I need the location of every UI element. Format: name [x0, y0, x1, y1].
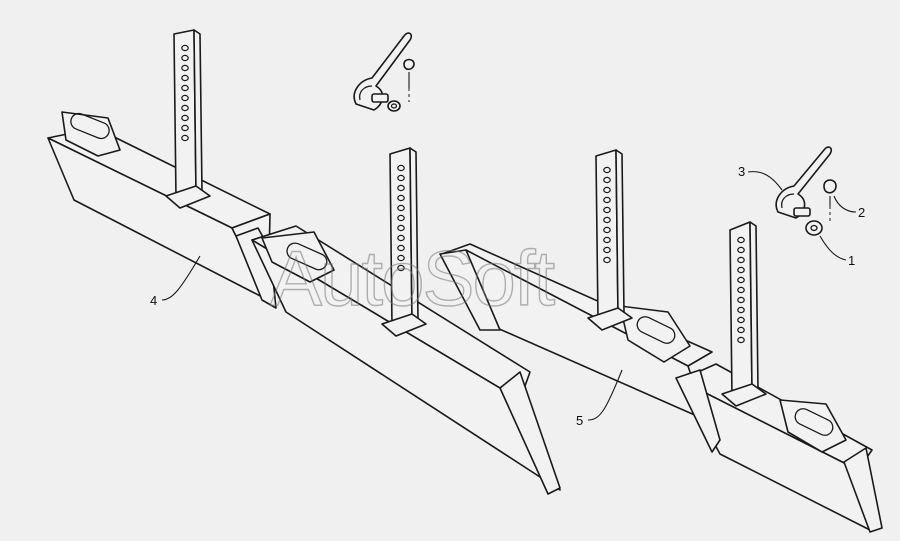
top-pin-hardware — [353, 32, 415, 112]
part-3-lynch-pin — [775, 146, 833, 219]
callout-2-label: 2 — [858, 205, 865, 220]
callout-4-label: 4 — [150, 293, 157, 308]
right-rake-bar — [675, 221, 883, 533]
callout-3-label: 3 — [738, 164, 745, 179]
callout-5-label: 5 — [576, 413, 583, 428]
center-left-tine — [381, 147, 427, 337]
center-right-tine-holes — [603, 166, 611, 264]
left-center-rake-bar — [251, 147, 561, 495]
callout-2: 2 — [833, 195, 865, 220]
right-center-rake-bar — [439, 149, 713, 421]
center-right-tine — [587, 149, 633, 331]
center-left-slot-plate — [261, 231, 335, 283]
left-tine — [165, 29, 211, 209]
left-tine-holes — [181, 44, 189, 142]
left-bar-slot-plate — [61, 111, 121, 157]
callout-1: 1 — [819, 235, 855, 268]
right-bar-slot-plate — [779, 399, 847, 453]
right-pin-hardware — [775, 146, 837, 236]
right-tine — [721, 221, 767, 407]
callout-5: 5 — [576, 369, 623, 428]
callout-1-label: 1 — [848, 253, 855, 268]
part-2-ring-clip — [823, 179, 837, 222]
left-rake-bar — [47, 29, 277, 309]
center-left-tine-holes — [397, 164, 405, 272]
part-1-washer — [805, 220, 823, 236]
center-right-slot-plate — [619, 305, 691, 363]
autosoft-watermark: AutoSoft — [270, 234, 556, 322]
right-tine-holes — [737, 236, 745, 344]
callout-4: 4 — [150, 255, 201, 308]
callout-3: 3 — [738, 164, 783, 191]
